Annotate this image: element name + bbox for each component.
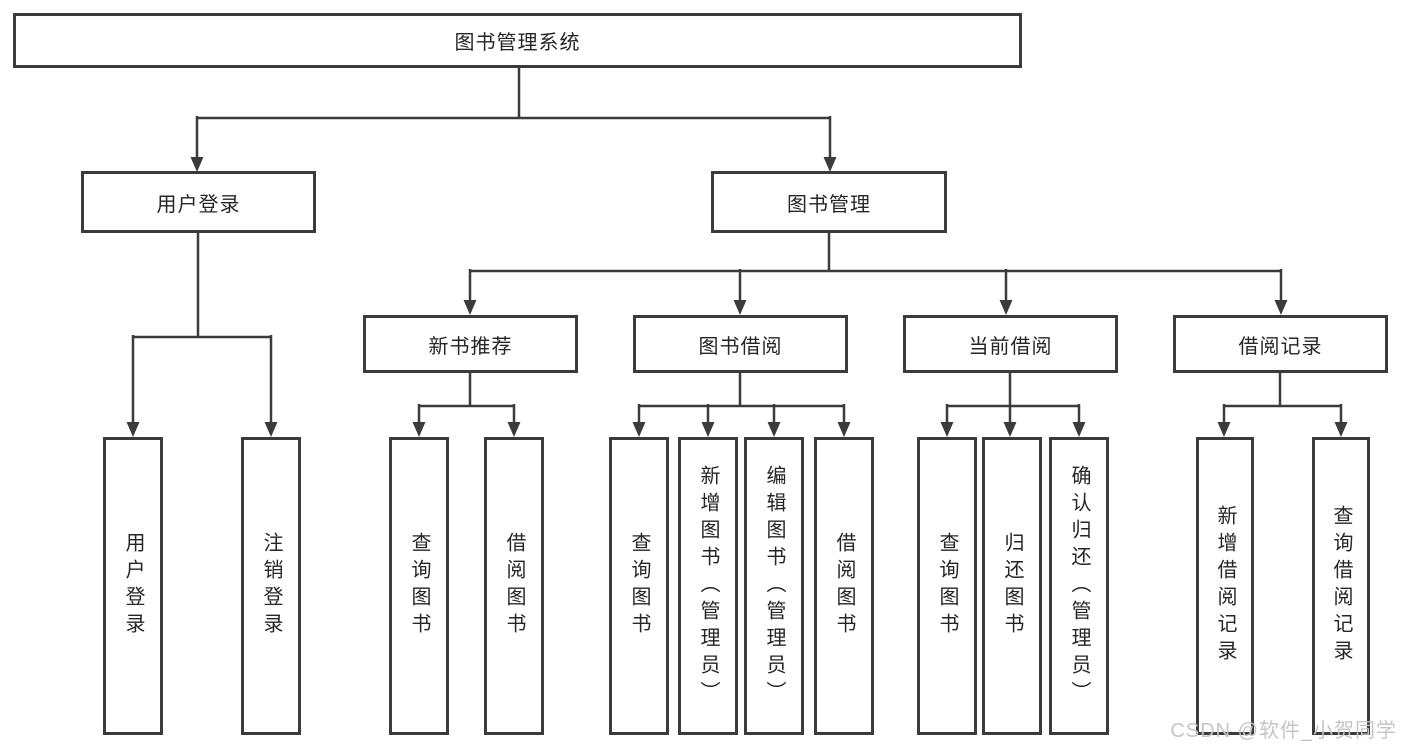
leaf-borrow-books-recommend: 借阅图书: [484, 437, 544, 735]
node-library-management-system: 图书管理系统: [13, 13, 1022, 68]
csdn-watermark: CSDN @软件_小贺同学: [1170, 720, 1397, 742]
arrowhead-icons: [126, 157, 1348, 437]
node-borrow-records: 借阅记录: [1173, 315, 1388, 373]
leaf-query-books-current: 查询图书: [917, 437, 977, 735]
leaf-borrow-books: 借阅图书: [814, 437, 874, 735]
leaf-user-login: 用户登录: [103, 437, 163, 735]
node-user-login: 用户登录: [81, 171, 316, 233]
leaf-confirm-return-admin: 确认归还（管理员）: [1049, 437, 1109, 735]
node-current-borrow: 当前借阅: [903, 315, 1118, 373]
leaf-add-borrow-record: 新增借阅记录: [1196, 437, 1254, 735]
leaf-logout: 注销登录: [241, 437, 301, 735]
leaf-query-borrow-record: 查询借阅记录: [1312, 437, 1370, 735]
leaf-query-books-recommend: 查询图书: [389, 437, 449, 735]
leaf-return-book: 归还图书: [982, 437, 1042, 735]
leaf-query-books-borrow: 查询图书: [609, 437, 669, 735]
node-book-borrow: 图书借阅: [633, 315, 848, 373]
node-new-book-recommend: 新书推荐: [363, 315, 578, 373]
node-book-management: 图书管理: [711, 171, 947, 233]
leaf-edit-book-admin: 编辑图书（管理员）: [744, 437, 804, 735]
leaf-add-book-admin: 新增图书（管理员）: [678, 437, 738, 735]
